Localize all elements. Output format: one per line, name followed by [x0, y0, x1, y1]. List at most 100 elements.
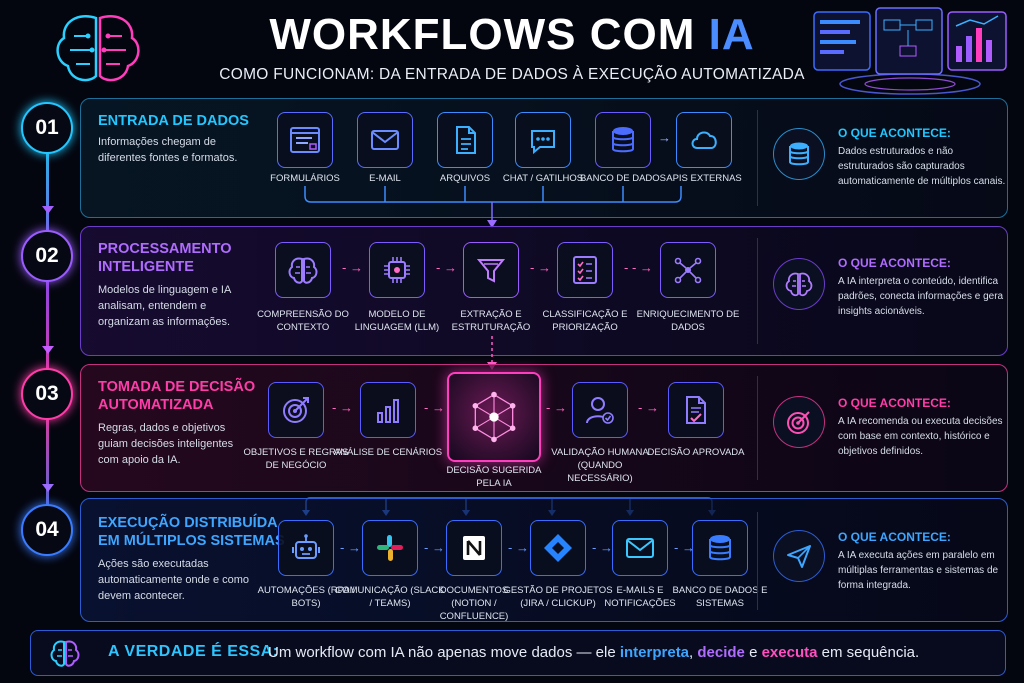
objetivos-label: OBJETIVOS E REGRAS DE NEGÓCIO	[243, 447, 349, 471]
separator-1	[757, 110, 758, 206]
oque-icon-box-1	[773, 128, 825, 180]
flow-arrow-3c: - →	[546, 400, 567, 415]
separator-2	[757, 238, 758, 344]
cloud-icon	[691, 131, 717, 149]
chip-icon	[384, 257, 410, 283]
emails-box	[612, 520, 668, 576]
oque-text-3: A IA recomenda ou executa decisões com b…	[838, 416, 1003, 457]
flow-arrow-3a: - →	[332, 400, 353, 415]
dashboard-illustration-icon	[810, 6, 1010, 98]
step-number-1: 01	[21, 102, 73, 154]
flow-arrow-2d: - - →	[624, 260, 653, 275]
automacoes-label: AUTOMAÇÕES (RPA / BOTS)	[257, 585, 355, 609]
checklist-icon	[573, 256, 597, 284]
validacao-label: VALIDAÇÃO HUMANA (QUANDO NECESSÁRIO)	[551, 447, 649, 484]
oque-title-3: O QUE ACONTECE:	[838, 396, 951, 410]
step-number-2: 02	[21, 230, 73, 282]
enriquecimento-label: ENRIQUECIMENTO DE DADOS	[636, 309, 740, 333]
step-panel-2	[80, 226, 1008, 356]
page-title: WORKFLOWS COM IA	[269, 10, 755, 59]
chat-box	[515, 112, 571, 168]
automacoes-box	[278, 520, 334, 576]
banco-box	[595, 112, 651, 168]
formularios-label: FORMULÁRIOS	[270, 173, 340, 184]
network-icon	[674, 257, 702, 284]
documentos-box	[446, 520, 502, 576]
timeline-arrow-1	[42, 206, 54, 214]
brain-logo-icon	[48, 8, 148, 92]
flow-arrow-4c: - →	[508, 540, 529, 555]
footer-brain-icon	[48, 636, 82, 670]
decisao-ia-box	[447, 372, 541, 462]
merge-connector	[304, 186, 682, 228]
compreensao-label: COMPREENSÃO DO CONTEXTO	[257, 309, 349, 333]
send-icon	[787, 545, 811, 568]
jira-icon	[544, 534, 572, 562]
slack-icon	[377, 535, 403, 561]
footer-text: Um workflow com IA não apenas move dados…	[268, 644, 920, 661]
llm-label: MODELO DE LINGUAGEM (LLM)	[354, 309, 440, 333]
enriquecimento-box	[660, 242, 716, 298]
bar-chart-icon	[377, 399, 399, 423]
timeline-arrow-3	[42, 484, 54, 492]
brain-icon	[288, 257, 318, 284]
apis-label: APIs EXTERNAS	[666, 173, 742, 184]
gestao-box	[530, 520, 586, 576]
chat-label: CHAT / GATILHOS	[502, 173, 584, 184]
email-icon	[626, 538, 654, 558]
separator-4	[757, 512, 758, 610]
form-icon	[290, 127, 320, 153]
timeline-line	[46, 150, 49, 530]
aprovada-label: DECISÃO APROVADA	[647, 447, 745, 458]
documentos-label: DOCUMENTOS (NOTION / CONFLUENCE)	[439, 585, 509, 622]
flow-arrow-3b: - →	[424, 400, 445, 415]
banco-sistemas-box	[692, 520, 748, 576]
footer-label: A VERDADE É ESSA:	[108, 643, 279, 660]
footer-panel	[30, 630, 1006, 676]
oque-icon-box-4	[773, 530, 825, 582]
oque-text-4: A IA executa ações em paralelo em múltip…	[838, 550, 999, 591]
target-icon	[787, 411, 810, 434]
step-description-1: Informações chegam de diferentes fontes …	[98, 136, 238, 164]
chat-icon	[531, 130, 555, 155]
flow-arrow-2a: - →	[342, 260, 363, 275]
flow-arrow-4b: - →	[424, 540, 445, 555]
step-description-3: Regras, dados e objetivos guiam decisões…	[98, 422, 234, 466]
oque-text-2: A IA interpreta o conteúdo, identifica p…	[838, 276, 1004, 317]
oque-title-4: O QUE ACONTECE:	[838, 530, 951, 544]
analise-box	[360, 382, 416, 438]
emails-label: E-MAILS E NOTIFICAÇÕES	[604, 585, 676, 609]
database-icon	[789, 142, 809, 166]
formularios-box	[277, 112, 333, 168]
step-number-3: 03	[21, 368, 73, 420]
apis-box	[676, 112, 732, 168]
robot-icon	[292, 534, 320, 559]
flow-arrow-3d: - →	[638, 400, 659, 415]
notion-icon	[463, 536, 485, 560]
oque-icon-box-2	[773, 258, 825, 310]
aprovada-box	[668, 382, 724, 438]
comunicacao-box	[362, 520, 418, 576]
page-subtitle: COMO FUNCIONAM: DA ENTRADA DE DADOS À EX…	[219, 66, 805, 83]
footer-word-executa: executa	[761, 644, 818, 661]
validacao-box	[572, 382, 628, 438]
comunicacao-label: COMUNICAÇÃO (SLACK / TEAMS)	[335, 585, 445, 609]
step-title-1: ENTRADA DE DADOS	[98, 113, 249, 129]
footer-word-decide: decide	[697, 644, 745, 661]
oque-text-1: Dados estruturados e não estruturados sã…	[838, 146, 1006, 187]
flow-arrow-2c: - →	[530, 260, 551, 275]
oque-icon-box-3	[773, 396, 825, 448]
gestao-label: GESTÃO DE PROJETOS (JIRA / CLICKUP)	[503, 585, 613, 609]
oque-title-1: O QUE ACONTECE:	[838, 126, 951, 140]
ai-network-icon	[472, 391, 516, 443]
approved-doc-icon	[686, 396, 706, 424]
step-description-4: Ações são executadas automaticamente ond…	[98, 558, 250, 602]
step-panel-3	[80, 364, 1008, 492]
footer-word-interpreta: interpreta	[619, 644, 690, 661]
database-icon	[612, 127, 634, 153]
database-icon	[709, 535, 731, 561]
arquivos-box	[437, 112, 493, 168]
email-label: E-MAIL	[369, 173, 401, 184]
